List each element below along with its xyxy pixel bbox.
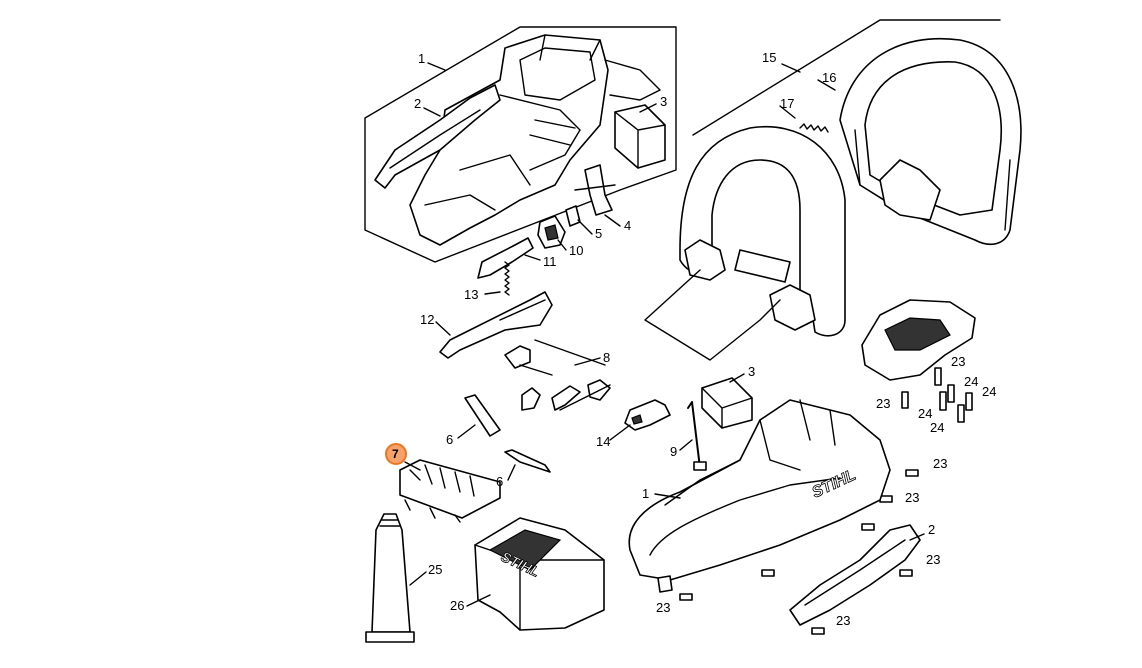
label-part-25: 25: [428, 562, 442, 577]
label-part-15: 15: [762, 50, 776, 65]
label-part-5: 5: [595, 226, 602, 241]
label-part-23-c: 23: [933, 456, 947, 471]
label-part-4: 4: [624, 218, 631, 233]
label-part-1-bottom: 1: [642, 486, 649, 501]
part-3-foam-pad[interactable]: [614, 104, 666, 169]
label-part-10: 10: [569, 243, 583, 258]
part-9-rod[interactable]: [687, 401, 707, 471]
label-part-8: 8: [603, 350, 610, 365]
label-part-17: 17: [780, 96, 794, 111]
part-15-loop-handle-front[interactable]: [644, 126, 846, 361]
part-4-lever-assembly[interactable]: [574, 164, 616, 216]
label-part-23-a: 23: [951, 354, 965, 369]
part-6-spring-upper[interactable]: [464, 394, 501, 437]
label-part-23-b: 23: [876, 396, 890, 411]
part-7-filter-insert[interactable]: [399, 459, 501, 523]
part-12-throttle-rod[interactable]: [439, 291, 553, 359]
part-2-handle-cover-bottom[interactable]: [789, 524, 921, 626]
handle-group-box: [692, 19, 1001, 136]
label-part-14: 14: [596, 434, 610, 449]
highlight-circle-part-7[interactable]: [385, 443, 407, 465]
label-part-3-middle: 3: [748, 364, 755, 379]
part-1-main-housing[interactable]: STIHL: [628, 399, 891, 593]
handle-housing-group-box: [364, 26, 677, 263]
label-part-24-c: 24: [918, 406, 932, 421]
label-part-3-top: 3: [660, 94, 667, 109]
part-11-trigger[interactable]: [477, 237, 534, 279]
leader-lines: [404, 62, 925, 607]
label-part-24-a: 24: [964, 374, 978, 389]
label-part-23-d: 23: [926, 552, 940, 567]
label-part-23-g: 23: [905, 490, 919, 505]
label-part-1-top: 1: [418, 51, 425, 66]
part-5-lever-insert[interactable]: [565, 205, 581, 227]
part-1-handle-housing[interactable]: [409, 34, 661, 246]
label-part-9: 9: [670, 444, 677, 459]
label-part-24-d: 24: [930, 420, 944, 435]
part-16-loop-handle[interactable]: [839, 37, 1022, 246]
label-part-23-e: 23: [656, 600, 670, 615]
label-part-12: 12: [420, 312, 434, 327]
part-17-spring[interactable]: [799, 123, 829, 133]
label-part-13: 13: [464, 287, 478, 302]
label-part-2-bottom: 2: [928, 522, 935, 537]
part-25-grease-tube[interactable]: [365, 513, 415, 643]
part-26-filter-cover[interactable]: STIHL: [474, 517, 605, 631]
part-13-spring[interactable]: [504, 261, 510, 296]
part-14-clip[interactable]: [624, 399, 671, 431]
label-part-11: 11: [543, 254, 557, 269]
label-part-6-upper: 6: [446, 432, 453, 447]
label-part-6-lower: 6: [496, 474, 503, 489]
part-3-foam-pad-middle[interactable]: [701, 377, 753, 429]
label-part-23-f: 23: [836, 613, 850, 628]
label-part-7: 7: [392, 447, 399, 461]
label-part-2-top: 2: [414, 96, 421, 111]
label-part-24-b: 24: [982, 384, 996, 399]
part-engine-mount[interactable]: [861, 299, 976, 381]
part-2-handle-molding[interactable]: [374, 84, 501, 189]
label-part-16: 16: [822, 70, 836, 85]
label-part-26: 26: [450, 598, 464, 613]
part-8-switch-parts[interactable]: [504, 339, 611, 411]
part-6-spring-lower[interactable]: [504, 449, 551, 473]
callout-labels: 1 2 3 4 5 10 11 13 12 15 16 17 8 3 6 6 7…: [392, 50, 996, 628]
screw-cluster-right[interactable]: [679, 367, 973, 635]
